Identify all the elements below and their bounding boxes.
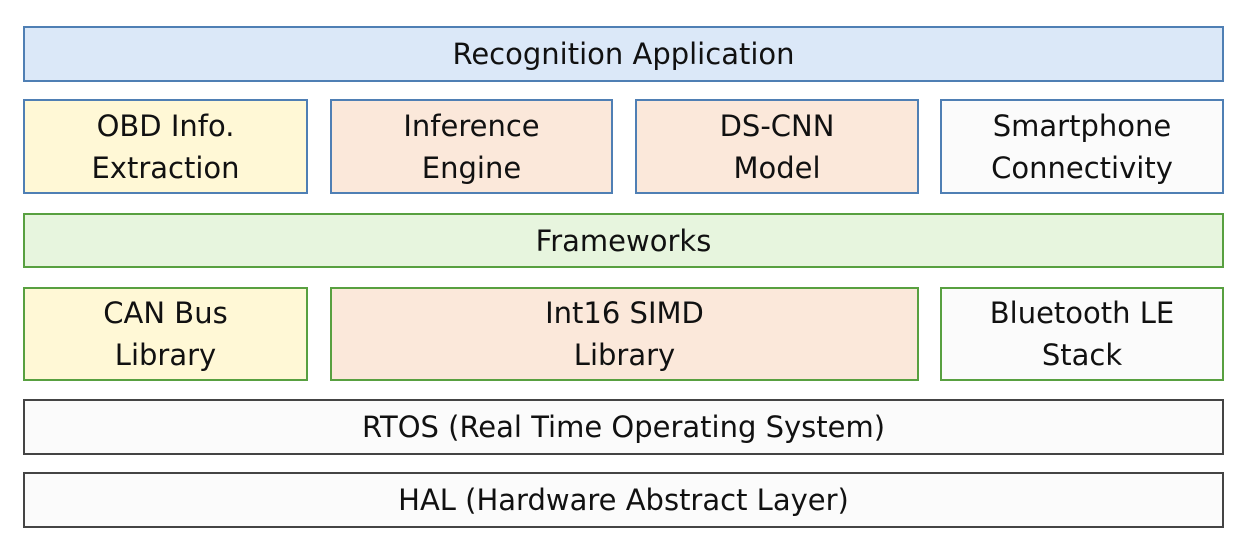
simd-line2: Library bbox=[573, 338, 676, 372]
rtos-label: RTOS (Real Time Operating System) bbox=[361, 410, 886, 444]
ds-cnn-model-module: DS-CNN Model bbox=[635, 99, 919, 194]
bluetooth-le-stack-module: Bluetooth LE Stack bbox=[940, 287, 1224, 381]
recognition-application-label: Recognition Application bbox=[452, 37, 795, 71]
can-bus-library-module: CAN Bus Library bbox=[23, 287, 308, 381]
frameworks-label: Frameworks bbox=[535, 223, 712, 258]
inference-engine-module: Inference Engine bbox=[330, 99, 613, 194]
hal-label: HAL (Hardware Abstract Layer) bbox=[398, 483, 849, 517]
rtos-layer: RTOS (Real Time Operating System) bbox=[23, 399, 1224, 455]
can-bus-line2: Library bbox=[114, 338, 217, 372]
recognition-application-layer: Recognition Application bbox=[23, 26, 1224, 82]
obd-info-extraction-module: OBD Info. Extraction bbox=[23, 99, 308, 194]
hal-layer: HAL (Hardware Abstract Layer) bbox=[23, 472, 1224, 528]
dscnn-module-line1: DS-CNN bbox=[719, 108, 835, 143]
smartphone-module-line2: Connectivity bbox=[991, 150, 1173, 185]
obd-module-line2: Extraction bbox=[91, 150, 240, 185]
bluetooth-line1: Bluetooth LE bbox=[989, 296, 1175, 330]
inference-module-line2: Engine bbox=[421, 150, 522, 185]
frameworks-layer: Frameworks bbox=[23, 213, 1224, 268]
dscnn-module-line2: Model bbox=[733, 150, 821, 185]
bluetooth-line2: Stack bbox=[1041, 338, 1123, 372]
smartphone-module-line1: Smartphone bbox=[992, 108, 1172, 143]
smartphone-connectivity-module: Smartphone Connectivity bbox=[940, 99, 1224, 194]
obd-module-line1: OBD Info. bbox=[96, 108, 235, 143]
simd-line1: Int16 SIMD bbox=[545, 296, 704, 330]
can-bus-line1: CAN Bus bbox=[103, 296, 228, 330]
inference-module-line1: Inference bbox=[403, 108, 540, 143]
int16-simd-library-module: Int16 SIMD Library bbox=[330, 287, 919, 381]
